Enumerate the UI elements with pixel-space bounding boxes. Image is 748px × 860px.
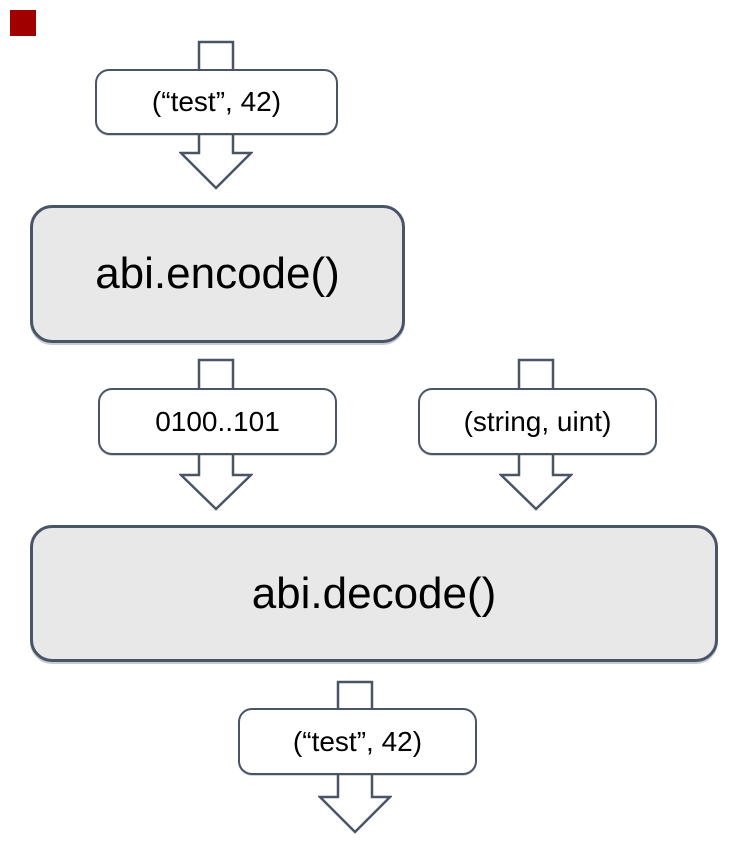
- node-input-tuple-label: (“test”, 42): [151, 86, 282, 117]
- node-input-tuple: (“test”, 42): [95, 69, 338, 135]
- node-type-tuple-label: (string, uint): [463, 405, 612, 437]
- node-abi-encode-label: abi.encode(): [95, 249, 340, 298]
- node-abi-decode: abi.decode(): [30, 525, 718, 662]
- node-encoded-bytes-label: 0100..101: [155, 405, 280, 437]
- node-output-tuple: (“test”, 42): [238, 708, 477, 775]
- node-output-tuple-label: (“test”, 42): [292, 725, 423, 757]
- red-marker-square: [10, 10, 36, 36]
- node-encoded-bytes: 0100..101: [98, 388, 337, 455]
- node-type-tuple: (string, uint): [418, 388, 657, 455]
- node-abi-encode: abi.encode(): [30, 205, 405, 343]
- node-abi-decode-label: abi.decode(): [251, 568, 497, 618]
